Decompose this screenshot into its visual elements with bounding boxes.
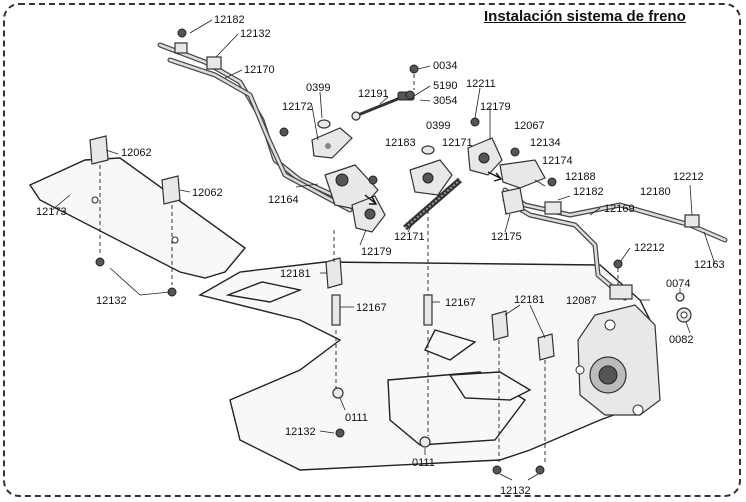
brake-lever-12172 xyxy=(311,127,353,159)
standoff-12167-a xyxy=(331,294,341,326)
label-12164: 12164 xyxy=(268,194,299,206)
label-12212-b: 12212 xyxy=(634,242,665,254)
washer-0399-b xyxy=(421,145,435,155)
label-12134: 12134 xyxy=(530,137,561,149)
label-0111-b: 0111 xyxy=(412,457,435,469)
nut-0111-a xyxy=(332,387,344,399)
label-12167-b: 12167 xyxy=(445,297,476,309)
label-12182-b: 12182 xyxy=(573,186,604,198)
label-0034: 0034 xyxy=(433,60,457,72)
label-12062-a: 12062 xyxy=(121,147,152,159)
cable-stop-12175 xyxy=(501,187,525,215)
label-12179-a: 12179 xyxy=(480,101,511,113)
label-0082: 0082 xyxy=(669,334,693,346)
label-12174: 12174 xyxy=(542,155,573,167)
brake-link-rod xyxy=(357,94,406,117)
brake-housing xyxy=(575,304,661,416)
label-12132-b: 12132 xyxy=(96,295,127,307)
label-12171-b: 12171 xyxy=(394,231,425,243)
label-12181-b: 12181 xyxy=(514,294,545,306)
label-12132-d: 12132 xyxy=(500,485,531,497)
label-12181-a: 12181 xyxy=(280,268,311,280)
post-12181-b xyxy=(491,310,509,341)
label-12170: 12170 xyxy=(244,64,275,76)
bracket-12062-b xyxy=(161,175,181,205)
brake-cam-12179-left xyxy=(351,195,386,233)
label-0074: 0074 xyxy=(666,278,690,290)
bracket-12062-a xyxy=(89,135,109,165)
label-12180: 12180 xyxy=(640,186,671,198)
bracket-12174 xyxy=(499,159,546,189)
standoff-12167-b xyxy=(423,294,433,326)
label-12183: 12183 xyxy=(385,137,416,149)
label-12167-a: 12167 xyxy=(356,302,387,314)
label-12171-a: 12171 xyxy=(442,137,473,149)
label-12212-a: 12212 xyxy=(673,171,704,183)
label-12132-c: 12132 xyxy=(285,426,316,438)
label-12182-a: 12182 xyxy=(214,14,245,26)
label-12132-a: 12132 xyxy=(240,28,271,40)
label-12188: 12188 xyxy=(565,171,596,183)
label-12172: 12172 xyxy=(282,101,313,113)
label-12169: 12169 xyxy=(604,203,635,215)
assembly-lines xyxy=(99,74,619,462)
cable-holder-12212-b xyxy=(609,284,633,300)
label-12179-b: 12179 xyxy=(361,246,392,258)
label-5190: 5190 xyxy=(433,80,457,92)
label-12175: 12175 xyxy=(491,231,522,243)
drawing-border xyxy=(3,3,741,497)
nut-0111-b xyxy=(419,436,431,448)
arrow-right xyxy=(487,171,503,182)
label-12163: 12163 xyxy=(694,259,725,271)
label-12173: 12173 xyxy=(36,206,67,218)
brake-cam-12179-right xyxy=(467,137,503,176)
washer-0399-a xyxy=(317,119,331,129)
post-12181-a xyxy=(325,257,343,289)
cable-holder-12212-a xyxy=(684,214,700,228)
main-chassis-plate xyxy=(198,261,656,471)
small-plate-12173 xyxy=(28,157,247,279)
cable-holder-12188 xyxy=(544,201,562,215)
label-12211: 12211 xyxy=(466,78,496,90)
lever-12183 xyxy=(409,159,453,196)
label-12087: 12087 xyxy=(566,295,597,307)
label-3054: 3054 xyxy=(433,95,457,107)
arrow-left xyxy=(364,194,378,205)
post-12181-c xyxy=(537,333,555,361)
label-12191: 12191 xyxy=(358,88,389,100)
label-0399-a: 0399 xyxy=(306,82,330,94)
rod-end xyxy=(351,111,361,121)
label-0111-a: 0111 xyxy=(345,412,368,424)
label-0399-b: 0399 xyxy=(426,120,450,132)
label-12067: 12067 xyxy=(514,120,545,132)
diagram-title: Instalación sistema de freno xyxy=(484,8,686,25)
label-12062-b: 12062 xyxy=(192,187,223,199)
cable-holder-12182-a xyxy=(174,42,188,54)
screws xyxy=(95,28,623,475)
leader-lines xyxy=(51,19,716,481)
cable-holder-12132-a xyxy=(206,56,222,70)
bearing-0074 xyxy=(675,292,685,302)
